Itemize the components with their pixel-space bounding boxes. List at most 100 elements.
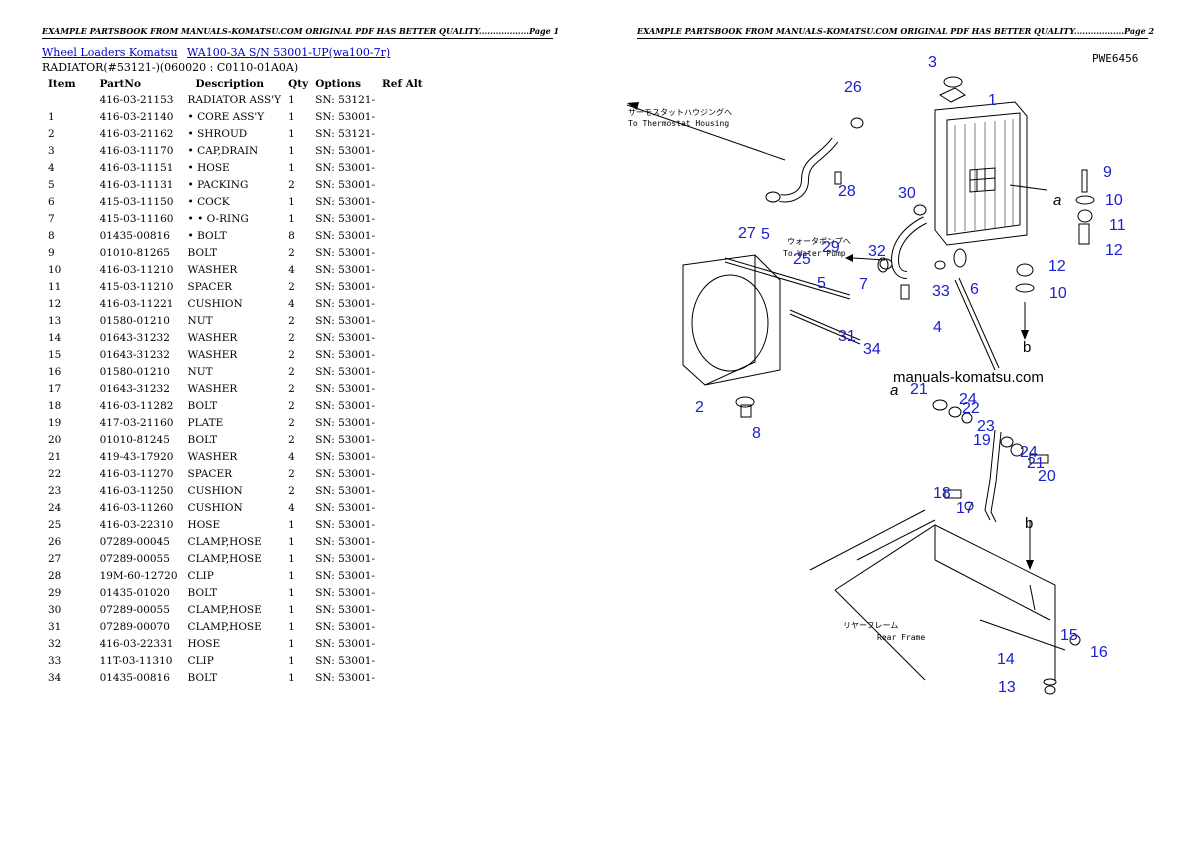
callout-21: 21 (1027, 455, 1045, 472)
table-header-row: Item PartNo Description Qty Options Ref … (45, 76, 427, 92)
cell-ref-alt (379, 619, 427, 636)
cell-options: SN: 53001- (315, 468, 376, 480)
cell-description: • CAP,DRAIN (187, 145, 259, 157)
cell-ref-alt (379, 381, 427, 398)
cell-options: SN: 53001- (315, 553, 376, 565)
cell-options: SN: 53001- (315, 315, 376, 327)
cell-partno: 07289-00070 (99, 621, 170, 633)
cell-ref-alt (379, 585, 427, 602)
cell-partno: 416-03-11270 (99, 468, 174, 480)
callout-2: 2 (695, 399, 704, 416)
cell-options: SN: 53001- (315, 604, 376, 616)
cell-ref-alt (379, 670, 427, 687)
cell-item: 28 (48, 570, 62, 582)
cell-ref-alt (379, 415, 427, 432)
cell-ref-alt (379, 160, 427, 177)
callout-13: 13 (998, 679, 1016, 696)
cell-qty: 2 (288, 417, 295, 429)
cell-ref-alt (379, 262, 427, 279)
cell-qty: 4 (288, 298, 295, 310)
callout-31: 31 (838, 328, 856, 345)
cell-ref-alt (379, 568, 427, 585)
cell-partno: 415-03-11150 (99, 196, 174, 208)
cell-qty: 2 (288, 468, 295, 480)
cell-description: PLATE (187, 417, 224, 429)
ref-b-top: b (1023, 339, 1031, 356)
parts-list-page: EXAMPLE PARTSBOOK FROM MANUALS-KOMATSU.C… (42, 26, 559, 687)
cell-description: BOLT (187, 672, 218, 684)
callout-23: 23 (977, 418, 995, 435)
cell-qty: 1 (288, 519, 295, 531)
diagram-page: EXAMPLE PARTSBOOK FROM MANUALS-KOMATSU.C… (595, 0, 1190, 842)
callout-30: 30 (898, 185, 916, 202)
cell-description: WASHER (187, 451, 238, 463)
callout-8: 8 (752, 425, 761, 442)
watermark: manuals-komatsu.com (893, 369, 1044, 386)
cell-ref-alt (379, 143, 427, 160)
col-ref-alt: Ref Alt (382, 78, 423, 90)
section-title: RADIATOR(#53121-)(060020 : C0110-01A0A) (42, 61, 299, 74)
rear-frame-label-jp: リヤーフレーム (843, 621, 898, 630)
cell-description: BOLT (187, 434, 218, 446)
cell-description: BOLT (187, 587, 218, 599)
cell-options: SN: 53001- (315, 536, 376, 548)
model-link[interactable]: WA100-3A S/N 53001-UP(wa100-7r) (187, 46, 391, 59)
cell-qty: 1 (288, 94, 295, 106)
callout-5: 5 (817, 275, 826, 292)
col-partno: PartNo (99, 78, 141, 90)
cell-partno: 01010-81245 (99, 434, 170, 446)
callout-11: 11 (1109, 217, 1126, 234)
cell-item: 18 (48, 400, 62, 412)
cell-item: 17 (48, 383, 62, 395)
callout-24: 24 (1020, 444, 1038, 461)
cell-item: 29 (48, 587, 62, 599)
cell-partno: 01435-00816 (99, 672, 170, 684)
cell-qty: 1 (288, 655, 295, 667)
brand-link[interactable]: Wheel Loaders Komatsu (42, 46, 178, 59)
callout-10: 10 (1105, 192, 1123, 209)
cell-options: SN: 53001- (315, 366, 376, 378)
col-options: Options (315, 78, 362, 90)
cell-partno: 01643-31232 (99, 349, 170, 361)
cell-qty: 1 (288, 553, 295, 565)
cell-item: 11 (48, 281, 62, 293)
callout-4: 4 (933, 319, 942, 336)
cell-partno: 416-03-22331 (99, 638, 174, 650)
cell-item: 23 (48, 485, 62, 497)
cell-partno: 416-03-22310 (99, 519, 174, 531)
cell-item: 1 (48, 111, 55, 123)
cell-partno: 01643-31232 (99, 383, 170, 395)
cell-ref-alt (379, 602, 427, 619)
cell-options: SN: 53001- (315, 264, 376, 276)
cell-qty: 1 (288, 570, 295, 582)
cell-qty: 2 (288, 179, 295, 191)
cell-options: SN: 53001- (315, 485, 376, 497)
callout-6: 6 (970, 281, 979, 298)
cell-partno: 11T-03-11310 (99, 655, 173, 667)
cell-qty: 1 (288, 213, 295, 225)
cell-item: 13 (48, 315, 62, 327)
cell-description: CLAMP,HOSE (187, 621, 262, 633)
cell-partno: 01643-31232 (99, 332, 170, 344)
thermostat-label-en: To Thermostat Housing (628, 119, 729, 128)
col-item: Item (48, 78, 76, 90)
cell-item: 4 (48, 162, 55, 174)
cell-qty: 2 (288, 247, 295, 259)
cell-qty: 1 (288, 604, 295, 616)
cell-options: SN: 53001- (315, 400, 376, 412)
cell-description: CLAMP,HOSE (187, 536, 262, 548)
callout-32: 32 (868, 243, 886, 260)
cell-qty: 2 (288, 366, 295, 378)
cell-item: 6 (48, 196, 55, 208)
